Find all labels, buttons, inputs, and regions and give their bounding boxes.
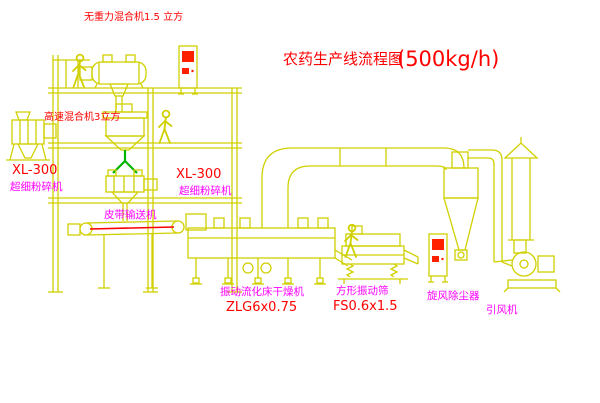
label-fluid-bed-dryer: 振动流化床干燥机 [220, 285, 304, 298]
control-cabinet-right [427, 233, 449, 283]
label-pulverizer-left-name: 超细粉碎机 [10, 180, 63, 193]
platform-structure [48, 55, 242, 293]
label-cyclone: 旋风除尘器 [427, 289, 480, 302]
exhaust-duct-drawing [261, 147, 465, 228]
person-figure-mid-floor [158, 109, 173, 144]
diagram-title-capacity: (500kg/h) [397, 47, 499, 71]
control-cabinet-left [177, 45, 199, 95]
label-pulverizer-center-name: 超细粉碎机 [179, 184, 232, 197]
conveyor-belt-line [89, 226, 175, 230]
fluid-bed-dryer-drawing [185, 213, 353, 285]
cyclone-drawing [443, 149, 513, 267]
label-high-speed-mixer: 高速混合机3立方 [44, 110, 120, 123]
gravity-mixer-drawing [79, 54, 147, 112]
label-pulverizer-center-model: XL-300 [176, 167, 221, 182]
left-pulverizer-drawing [6, 111, 57, 161]
label-induced-fan: 引风机 [486, 303, 518, 316]
label-pulverizer-left-model: XL-300 [12, 163, 57, 178]
vibrating-screen-drawing [338, 225, 419, 284]
induced-fan-drawing [503, 239, 561, 293]
label-gravity-mixer: 无重力混合机1.5 立方 [84, 10, 183, 23]
y-branch-pipe [112, 150, 138, 174]
high-speed-mixer-drawing [102, 103, 148, 151]
person-figure-ground [344, 223, 359, 258]
belt-conveyor-drawing [67, 220, 185, 289]
diagram-title: 农药生产线流程图 [283, 50, 403, 68]
label-vibrating-screen-model: FS0.6x1.5 [333, 299, 398, 314]
exhaust-stack-drawing [503, 137, 539, 241]
label-fluid-bed-dryer-model: ZLG6x0.75 [226, 300, 297, 315]
label-belt-conveyor: 皮带输送机 [104, 208, 157, 221]
center-pulverizer-drawing [105, 169, 158, 221]
label-vibrating-screen: 方形振动筛 [336, 284, 389, 297]
